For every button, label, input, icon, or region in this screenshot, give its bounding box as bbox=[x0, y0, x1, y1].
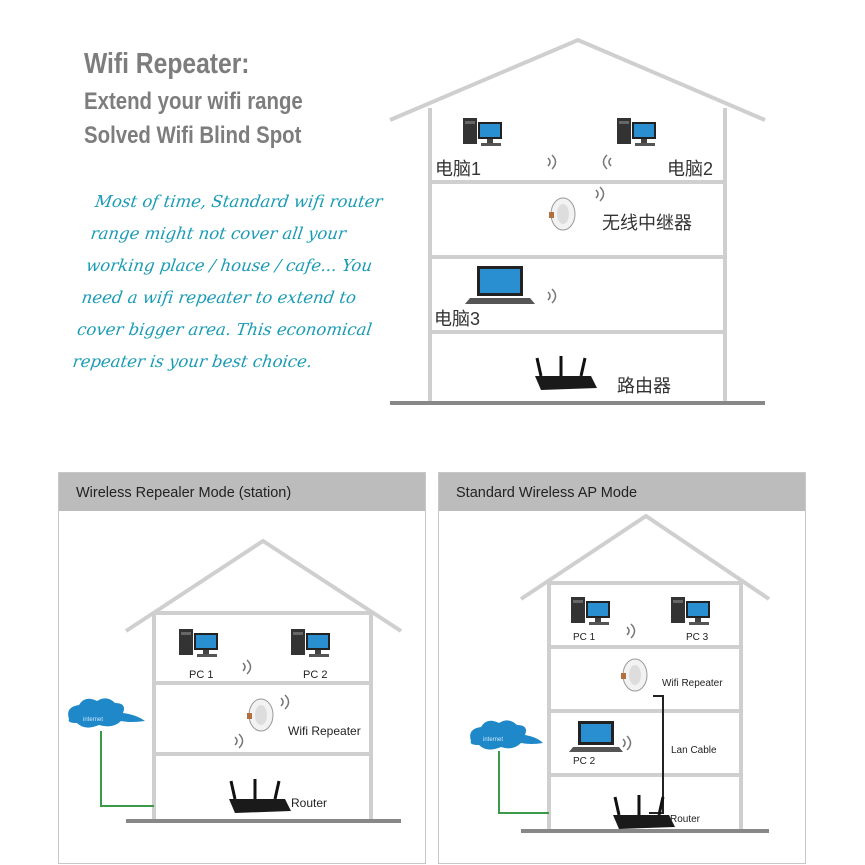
label-router: Router bbox=[291, 796, 327, 810]
panel-title: Standard Wireless AP Mode bbox=[439, 473, 805, 511]
wifi-signal-icon bbox=[595, 186, 605, 202]
wifi-signal-icon bbox=[626, 623, 636, 639]
internet-cloud-icon: internet bbox=[68, 698, 145, 728]
computer-icon bbox=[179, 629, 218, 657]
label-repeater: 无线中继器 bbox=[602, 213, 692, 233]
computer-icon bbox=[671, 597, 710, 625]
panel-title: Wireless Repealer Mode (station) bbox=[59, 473, 425, 511]
heading-line-1: Extend your wifi range bbox=[84, 88, 303, 115]
computer-icon bbox=[617, 118, 656, 146]
router-icon bbox=[227, 777, 293, 815]
label-pc3: PC 3 bbox=[686, 632, 709, 643]
ap-mode-diagram: internet PC 1 PC 3 Wifi Repeater PC 2 La… bbox=[470, 513, 771, 833]
wifi-signal-icon bbox=[602, 154, 612, 170]
wifi-signal-icon bbox=[622, 735, 632, 751]
cloud-label: internet bbox=[483, 737, 503, 743]
label-pc1: PC 1 bbox=[189, 669, 213, 681]
heading-line-2: Solved Wifi Blind Spot bbox=[84, 122, 302, 149]
router-icon bbox=[533, 354, 599, 392]
label-pc2: 电脑2 bbox=[667, 159, 713, 179]
ap-mode-panel: Standard Wireless AP Mode internet bbox=[438, 472, 806, 864]
label-pc2: PC 2 bbox=[573, 756, 596, 767]
wifi-signal-icon bbox=[242, 659, 252, 675]
repeater-mode-panel: Wireless Repealer Mode (station) interne… bbox=[58, 472, 426, 864]
laptop-icon bbox=[569, 721, 623, 752]
repeater-icon bbox=[548, 197, 576, 231]
label-repeater: Wifi Repeater bbox=[288, 724, 361, 738]
wifi-signal-icon bbox=[280, 694, 290, 710]
label-pc1: 电脑1 bbox=[435, 159, 481, 179]
top-house-diagram: 电脑1 电脑2 无线中继器 电脑3 路由器 bbox=[389, 37, 766, 405]
label-router: 路由器 bbox=[617, 376, 671, 396]
label-router: Router bbox=[670, 814, 701, 825]
cloud-label: internet bbox=[83, 717, 103, 723]
router-icon bbox=[611, 793, 677, 831]
repeater-mode-diagram: internet PC 1 PC 2 Wifi Repeater Router bbox=[68, 538, 403, 823]
internet-cable bbox=[498, 751, 549, 814]
repeater-icon bbox=[246, 698, 274, 732]
computer-icon bbox=[463, 118, 502, 146]
internet-cable bbox=[100, 731, 154, 807]
computer-icon bbox=[571, 597, 610, 625]
computer-icon bbox=[291, 629, 330, 657]
label-pc1: PC 1 bbox=[573, 632, 596, 643]
label-pc2: PC 2 bbox=[303, 669, 327, 681]
wifi-signal-icon bbox=[547, 154, 557, 170]
repeater-icon bbox=[620, 658, 648, 692]
label-lan-cable: Lan Cable bbox=[671, 745, 717, 756]
heading-title: Wifi Repeater: bbox=[84, 48, 250, 80]
laptop-icon bbox=[465, 266, 535, 304]
wifi-signal-icon bbox=[234, 733, 244, 749]
internet-cloud-icon: internet bbox=[470, 720, 543, 750]
label-repeater: Wifi Repeater bbox=[662, 678, 723, 689]
lan-cable bbox=[649, 695, 664, 814]
wifi-signal-icon bbox=[547, 288, 557, 304]
label-pc3: 电脑3 bbox=[434, 309, 480, 329]
